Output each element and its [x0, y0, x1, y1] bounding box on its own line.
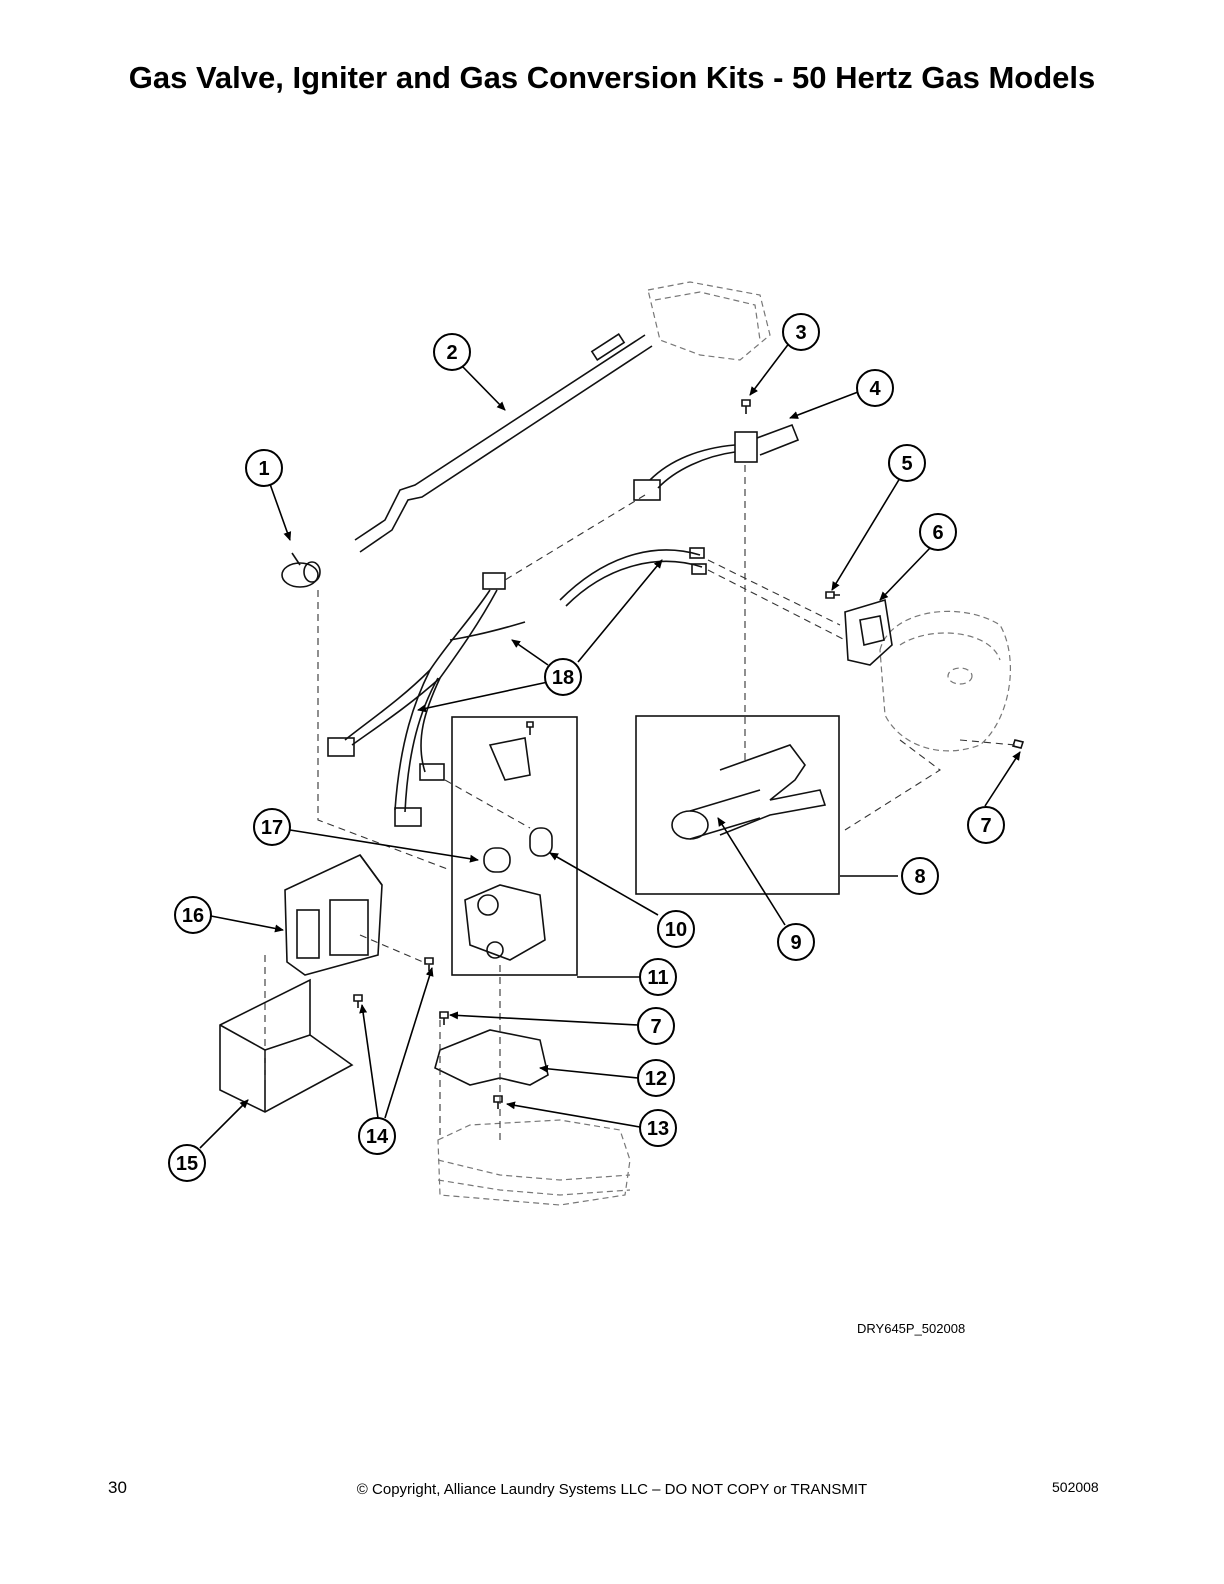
callout-4: 4	[856, 369, 894, 407]
page-number: 30	[108, 1478, 127, 1497]
svg-text:8: 8	[914, 866, 925, 888]
callout-7: 7	[967, 806, 1005, 844]
svg-text:14: 14	[366, 1126, 389, 1148]
svg-text:17: 17	[261, 817, 283, 839]
callout-3: 3	[782, 313, 820, 351]
svg-text:9: 9	[790, 932, 801, 954]
callout-5: 5	[888, 444, 926, 482]
ignition-control-module	[284, 853, 383, 976]
leader-lines	[199, 341, 1021, 1149]
callout-6: 6	[919, 513, 957, 551]
svg-text:5: 5	[901, 453, 912, 475]
callout-17: 17	[253, 808, 291, 846]
svg-text:6: 6	[932, 522, 943, 544]
svg-text:7: 7	[980, 815, 991, 837]
sensor-bracket	[844, 598, 893, 666]
flame-sensor-wires	[559, 547, 707, 607]
callout-13: 13	[639, 1109, 677, 1147]
screws	[353, 399, 1025, 1109]
phantom-blower-housing	[879, 610, 1011, 752]
svg-text:15: 15	[176, 1153, 198, 1175]
callout-2: 2	[433, 333, 471, 371]
svg-text:12: 12	[645, 1068, 667, 1090]
callout-12: 12	[637, 1059, 675, 1097]
assembly-guide-lines	[264, 465, 1016, 1140]
svg-text:16: 16	[182, 905, 204, 927]
callout-15: 15	[168, 1144, 206, 1182]
callout-9: 9	[777, 923, 815, 961]
callout-16: 16	[174, 896, 212, 934]
svg-text:1: 1	[258, 458, 269, 480]
callout-8: 8	[901, 857, 939, 895]
callout-10: 10	[657, 910, 695, 948]
phantom-burner-housing	[647, 281, 771, 361]
gas-pipe	[354, 332, 653, 553]
callout-18: 18	[544, 658, 582, 696]
svg-text:10: 10	[665, 919, 687, 941]
phantom-base-plate	[437, 1119, 631, 1206]
document-number: 502008	[1052, 1479, 1099, 1495]
callout-14: 14	[358, 1117, 396, 1155]
svg-text:13: 13	[647, 1118, 669, 1140]
svg-text:11: 11	[647, 967, 668, 989]
callout-7b: 7	[637, 1007, 675, 1045]
svg-text:4: 4	[869, 378, 881, 400]
svg-text:7: 7	[650, 1016, 661, 1038]
valve-kit-box	[451, 716, 578, 976]
wiring-harness	[327, 572, 526, 827]
copyright-notice: © Copyright, Alliance Laundry Systems LL…	[356, 1481, 868, 1498]
svg-text:18: 18	[552, 667, 574, 689]
page-title: Gas Valve, Igniter and Gas Conversion Ki…	[128, 60, 1096, 95]
shutoff-valve	[281, 552, 321, 588]
igniter	[633, 423, 800, 501]
figure-code: DRY645P_502008	[857, 1321, 966, 1336]
svg-text:2: 2	[446, 342, 457, 364]
callout-11: 11	[639, 958, 677, 996]
callouts: 1 2 3 4 5 6 7 8 9 10 11 7 12 13 14 15 16…	[168, 313, 1005, 1182]
svg-text:3: 3	[795, 322, 806, 344]
igniter-kit-box	[635, 715, 840, 895]
valve-mounting-plate	[434, 1029, 549, 1086]
callout-1: 1	[245, 449, 283, 487]
mounting-bracket	[219, 978, 354, 1113]
